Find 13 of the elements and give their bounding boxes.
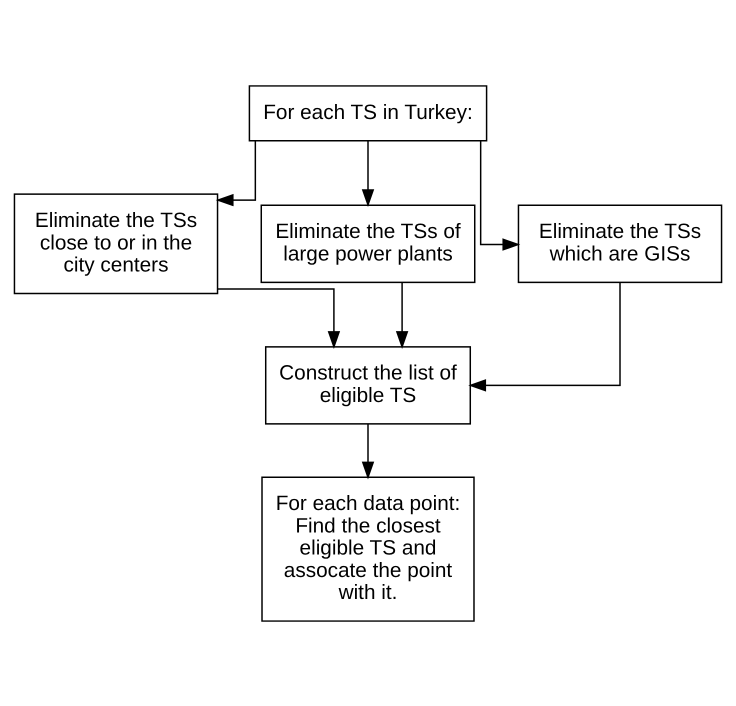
arrow <box>468 282 621 392</box>
node-box: For each TS in Turkey: <box>248 84 488 142</box>
node-box: For each data point: Find the closest eligible TS and assocate the point with it. <box>261 476 475 622</box>
node-box: Construct the list of eligible TS <box>264 346 472 424</box>
arrow <box>362 140 374 207</box>
node-box: Eliminate the TSs close to or in the city centers <box>14 192 218 294</box>
arrow <box>362 424 374 479</box>
arrow <box>396 282 408 348</box>
arrow <box>218 288 340 348</box>
arrow <box>216 140 256 206</box>
node-box: Eliminate the TSs of large power plants <box>260 204 476 283</box>
node-box: Eliminate the TSs which are GISs <box>518 204 722 283</box>
arrow <box>480 140 520 250</box>
